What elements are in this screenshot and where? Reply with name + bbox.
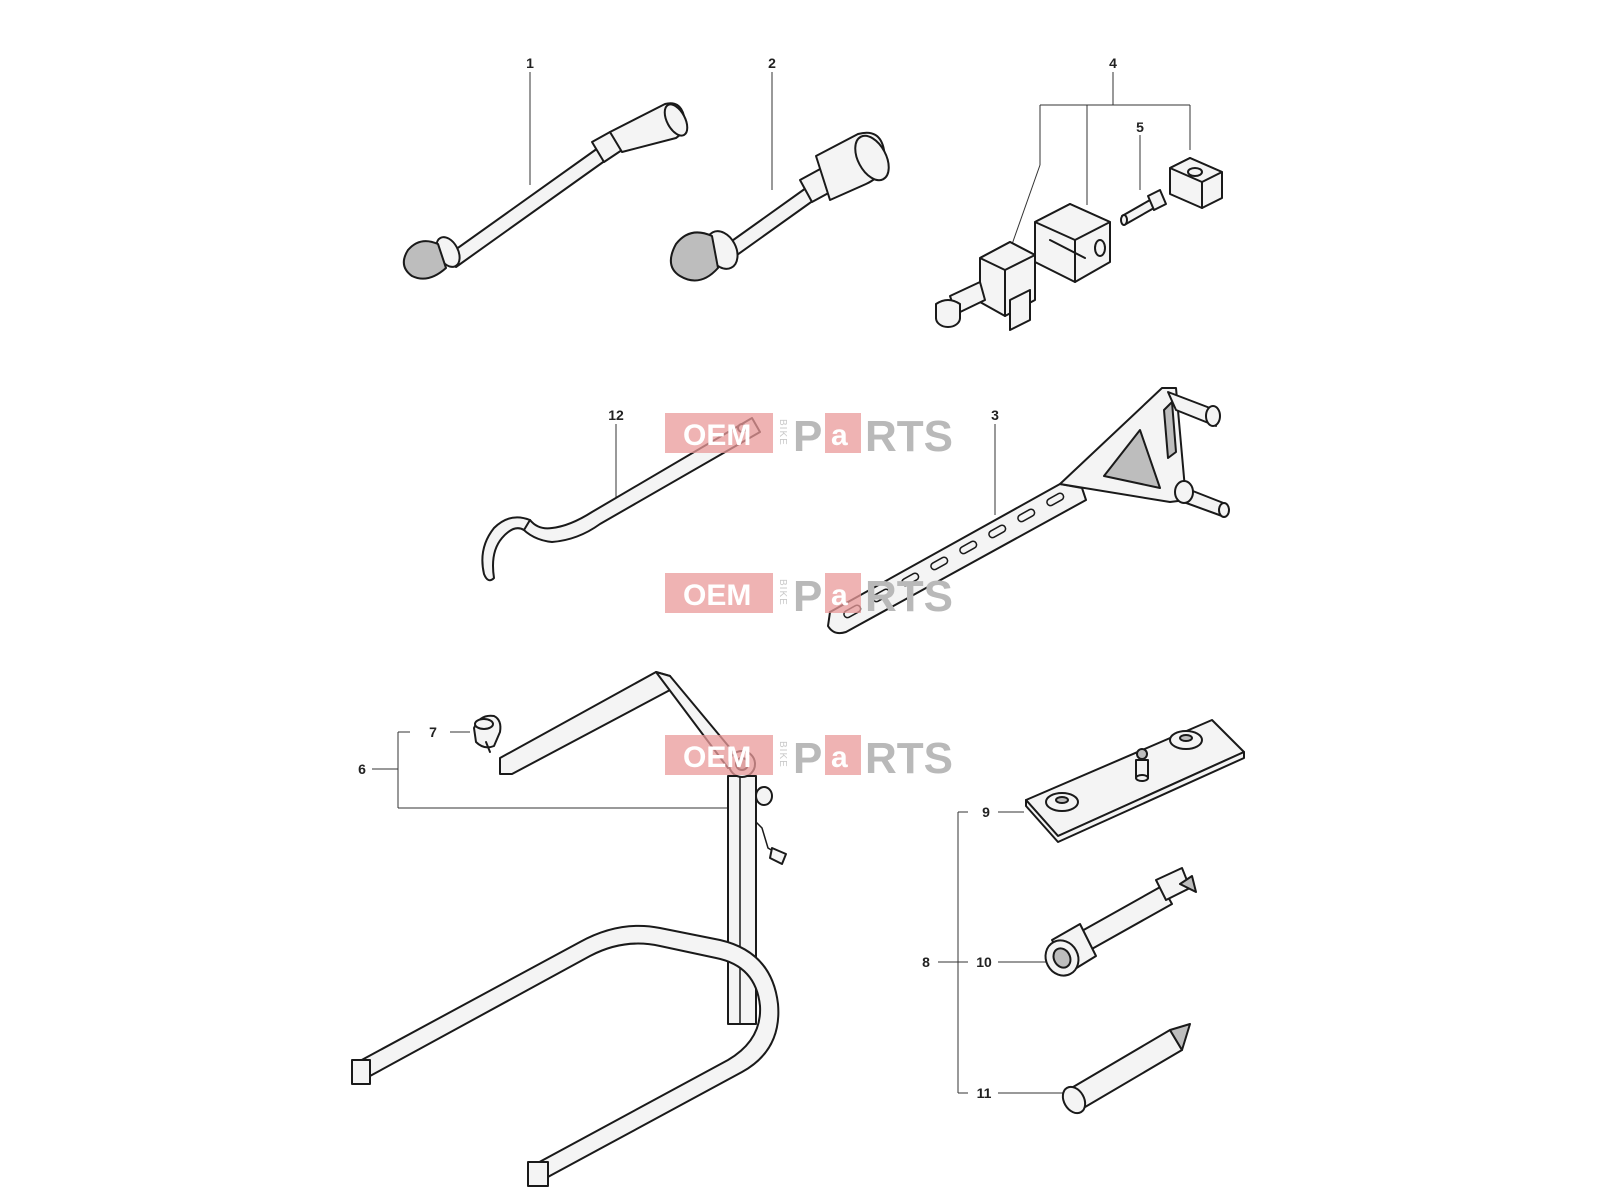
watermark-a: a	[831, 579, 848, 612]
part-6-stand	[351, 671, 787, 1187]
callout-7: 7	[429, 724, 437, 740]
part-9-base-plate	[1025, 719, 1245, 843]
watermark-bike: BIKE	[777, 419, 788, 446]
part-4-block-set	[935, 72, 1223, 331]
watermark-p: P	[793, 734, 822, 783]
callout-8: 8	[922, 954, 930, 970]
watermark-a: a	[831, 419, 848, 452]
part-8-group	[938, 719, 1245, 1115]
watermark-3: OEM BIKE P a RTS	[665, 734, 953, 783]
watermark-oem: OEM	[683, 419, 751, 452]
watermark-rts: RTS	[865, 572, 953, 621]
callout-6: 6	[358, 761, 366, 777]
callout-5: 5	[1136, 119, 1144, 135]
callout-3: 3	[991, 407, 999, 423]
callout-1: 1	[526, 55, 534, 71]
part-3-holder-arm	[827, 387, 1230, 635]
part-11-sleeve	[1061, 1023, 1191, 1115]
callout-11: 11	[977, 1085, 992, 1101]
watermark-rts: RTS	[865, 734, 953, 783]
watermark-oem: OEM	[683, 579, 751, 612]
watermark-oem: OEM	[683, 741, 751, 774]
watermark-a: a	[831, 741, 848, 774]
watermark-p: P	[793, 572, 822, 621]
part-10-puller	[1044, 867, 1197, 977]
callout-2: 2	[768, 55, 776, 71]
watermark-2: OEM BIKE P a RTS	[665, 572, 953, 621]
callout-10: 10	[976, 954, 992, 970]
watermark-p: P	[793, 412, 822, 461]
callout-9: 9	[982, 804, 990, 820]
callout-4: 4	[1109, 55, 1117, 71]
watermark-bike: BIKE	[777, 579, 788, 606]
watermark-1: OEM BIKE P a RTS	[665, 412, 953, 461]
part-2-bearing-drift	[669, 72, 890, 282]
part-1-drift-tool	[402, 72, 689, 280]
watermark-bike: BIKE	[777, 741, 788, 768]
watermark-rts: RTS	[865, 412, 953, 461]
callout-12: 12	[608, 407, 624, 423]
